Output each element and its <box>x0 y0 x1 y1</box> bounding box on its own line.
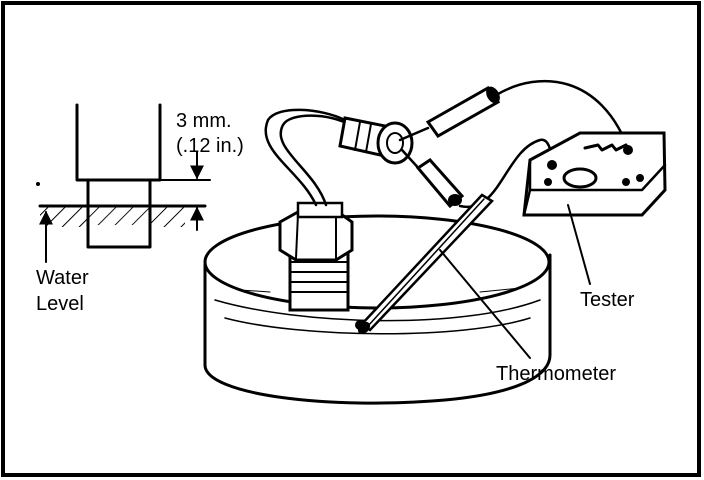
water-level-label-line2: Level <box>36 293 84 315</box>
gap-metric-label: 3 mm. <box>176 110 232 132</box>
thermometer-label: Thermometer <box>496 363 616 385</box>
multimeter-tester <box>522 131 667 285</box>
temperature-sensor <box>264 108 354 312</box>
thermometer <box>357 193 531 359</box>
inset-water-level-detail <box>36 103 211 263</box>
gap-imperial-label: (.12 in.) <box>176 135 244 157</box>
tester-probes <box>398 79 630 209</box>
water-level-label-line1: Water <box>36 267 89 289</box>
tester-label: Tester <box>580 289 635 311</box>
